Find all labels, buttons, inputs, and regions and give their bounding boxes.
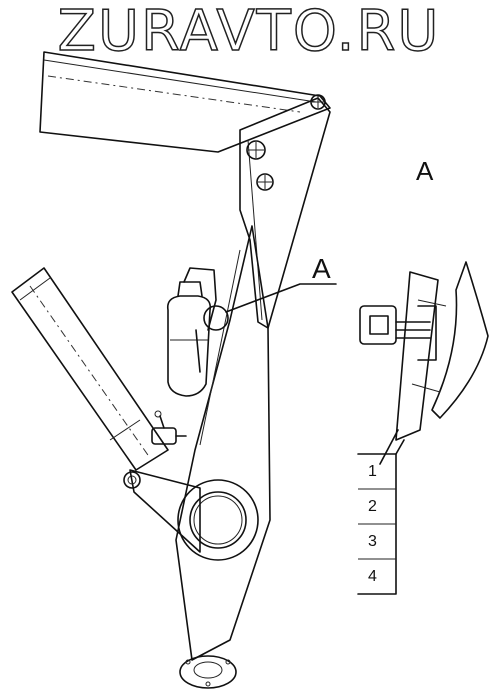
part-label-2: 2 <box>368 498 377 515</box>
extinguisher-bottle <box>166 267 217 397</box>
site-watermark: ZURAVTO.RU <box>57 0 441 64</box>
part-label-3: 3 <box>368 533 377 550</box>
part-label-4: 4 <box>368 568 377 585</box>
view-title: A <box>416 156 434 186</box>
link-arm <box>123 469 201 553</box>
base-flange <box>179 655 237 689</box>
cylinder-valve <box>151 410 187 445</box>
parts-table <box>357 439 405 595</box>
detail-view-a <box>359 261 489 465</box>
pivot-hub <box>177 479 259 561</box>
bracket-pins <box>246 94 326 191</box>
callout-circle <box>203 283 337 331</box>
part-label-1: 1 <box>368 463 377 480</box>
upper-boom <box>39 51 331 153</box>
lower-strut <box>175 225 271 661</box>
hydraulic-cylinder <box>11 267 169 471</box>
main-bracket <box>239 97 331 329</box>
callout-label: A <box>312 253 331 284</box>
